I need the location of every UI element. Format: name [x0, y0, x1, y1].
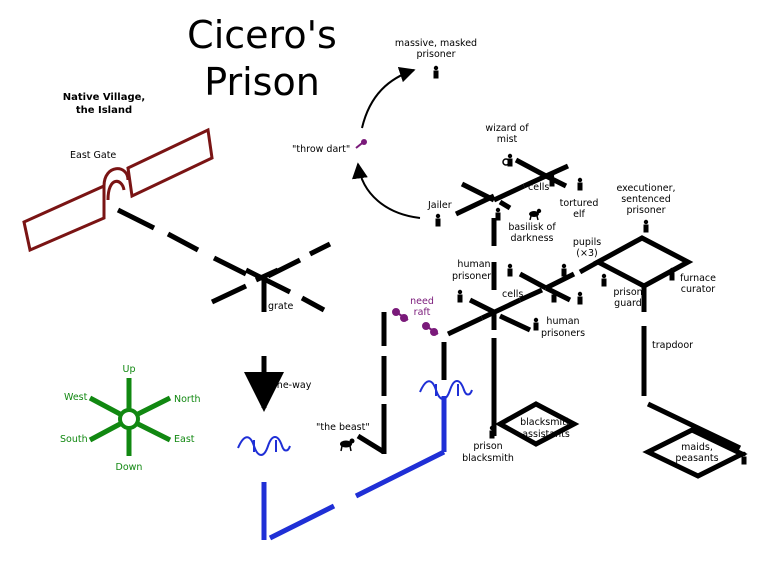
cells-lower-label: cells — [502, 289, 523, 300]
prison-guard-icon — [601, 273, 607, 287]
east-gate-label: East Gate — [70, 150, 116, 161]
human-prisoners-a-label-2: prisoners — [452, 271, 496, 282]
jailer-icon — [435, 213, 441, 227]
basilisk-label-1: basilisk of — [508, 222, 556, 233]
executioner-label-3: prisoner — [626, 205, 665, 216]
human-prisoners-b-label-2: prisoners — [541, 328, 585, 339]
compass-south: South — [60, 434, 88, 445]
east-gate-shape — [22, 127, 214, 253]
need-raft-label-1: need — [410, 296, 434, 307]
human-prisoners-b-label-1: human — [546, 316, 579, 327]
prison-guard-label-2: guard — [614, 298, 642, 309]
wizard-label-1: wizard of — [485, 123, 529, 134]
maids-icon — [741, 451, 747, 465]
trapdoor-label: trapdoor — [652, 340, 693, 351]
wizard-icon — [502, 153, 513, 167]
compass-up: Up — [123, 364, 136, 375]
executioner-icon — [643, 219, 649, 233]
beast-paths — [356, 312, 447, 455]
blacksmith-person-icon — [489, 425, 495, 439]
pupils-label-1: pupils — [573, 237, 601, 248]
need-raft-label-2: raft — [414, 307, 431, 318]
blacksmith-assistants-label-2: assistants — [522, 429, 570, 440]
executioner-label-1: executioner, — [616, 183, 675, 194]
throw-dart-label: "throw dart" — [292, 144, 350, 155]
executioner-label-2: sentenced — [621, 194, 671, 205]
basilisk-icon — [529, 208, 542, 221]
blacksmith-room — [494, 401, 580, 447]
compass-west: West — [64, 392, 88, 403]
masked-prisoner-icon — [433, 65, 439, 79]
left-junction-paths — [116, 207, 332, 412]
maids-label-2: peasants — [675, 453, 718, 464]
upper-cell-person-icon-2 — [549, 173, 555, 187]
upper-cell-person-icon — [495, 207, 501, 221]
masked-prisoner-label-2: prisoner — [416, 49, 455, 60]
basilisk-label-2: darkness — [510, 233, 553, 244]
tortured-elf-icon — [577, 177, 583, 191]
dart-loop-arrows — [351, 66, 421, 219]
one-way-label: one-way — [271, 380, 312, 391]
the-beast-label: "the beast" — [316, 422, 370, 433]
compass-north: North — [174, 394, 201, 405]
furnace-curator-label-2: curator — [681, 284, 716, 295]
compass-rose — [88, 378, 172, 456]
dart-item-icon — [355, 139, 367, 149]
maids-label-1: maids, — [681, 442, 713, 453]
upper-junction-paths — [454, 157, 570, 217]
cells-upper-label: cells — [528, 182, 549, 193]
wizard-label-2: mist — [497, 134, 518, 145]
prison-guard-label-1: prison — [613, 287, 642, 298]
furnace-curator-label-1: furnace — [680, 273, 716, 284]
title-line-1: Cicero's — [187, 13, 337, 57]
native-village-label-2: the Island — [76, 105, 132, 116]
furnace-curator-icon — [669, 267, 675, 281]
masked-prisoner-label-1: massive, masked — [395, 38, 477, 49]
water-paths — [237, 380, 473, 541]
tortured-elf-label-2: elf — [573, 209, 585, 220]
raft-item-icon — [392, 308, 439, 336]
central-junction-paths — [446, 218, 600, 436]
human-prisoners-a-label-1: human — [457, 259, 490, 270]
beast-icon — [340, 438, 355, 452]
native-village-label-1: Native Village, — [63, 92, 145, 103]
jailer-label: Jailer — [427, 200, 452, 211]
grate-label: grate — [268, 301, 293, 312]
tortured-elf-label-1: tortured — [560, 198, 599, 209]
compass-down: Down — [116, 462, 143, 473]
pupils-label-2: (×3) — [576, 248, 597, 259]
prison-blacksmith-label-2: blacksmith — [462, 453, 514, 464]
title-line-2: Prison — [204, 60, 320, 104]
prison-blacksmith-label-1: prison — [473, 441, 502, 452]
blacksmith-assistants-label-1: blacksmith — [520, 417, 572, 428]
compass-east: East — [174, 434, 195, 445]
